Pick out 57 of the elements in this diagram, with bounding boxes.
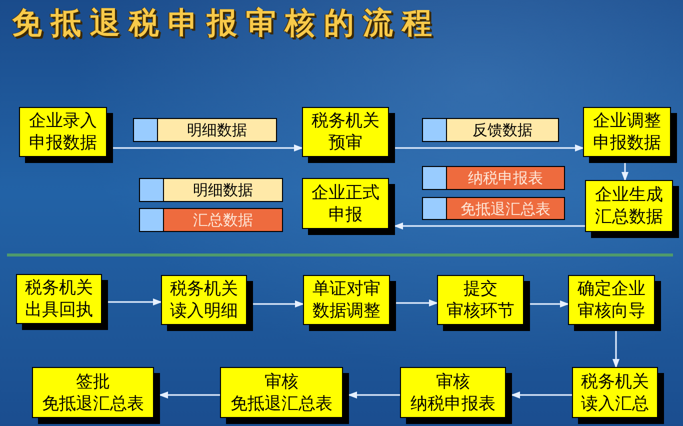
data-label: 明细数据	[193, 181, 253, 199]
process-box	[568, 275, 661, 331]
arrow	[394, 222, 585, 230]
node-text: 免抵退汇总表	[42, 392, 144, 414]
node-text: 审核	[436, 370, 470, 392]
data-label: 反馈数据	[472, 121, 532, 139]
process-box	[32, 367, 160, 424]
arrow	[396, 300, 438, 306]
data-bar	[422, 118, 559, 142]
process-box	[220, 367, 349, 424]
arrow	[395, 144, 584, 152]
arrow	[512, 392, 572, 398]
node-text: 单证对审数据调整	[312, 278, 382, 322]
node-text: 税务机关出具回执	[24, 277, 94, 321]
node-text: 企业生成汇总数据	[594, 184, 664, 228]
node-text: 确定企业审核向导	[576, 278, 646, 322]
node-text: 税务机关预审	[310, 110, 380, 154]
data-bar	[422, 166, 565, 190]
arrow	[530, 300, 568, 308]
node-text: 审核	[264, 370, 298, 392]
data-bar	[139, 208, 283, 232]
node-text: 审核环节	[446, 300, 514, 322]
process-box	[437, 275, 530, 331]
process-box	[400, 367, 512, 424]
node-text: 税务机关读入明细	[169, 278, 239, 322]
node-text: 企业正式申报	[310, 182, 380, 226]
data-bar	[139, 178, 283, 202]
arrow	[348, 392, 400, 398]
data-label: 纳税申报表	[468, 169, 543, 187]
node-text: 企业录入申报数据	[28, 110, 98, 154]
node-text: 提交	[464, 278, 498, 300]
arrow	[108, 298, 162, 306]
data-bar	[422, 197, 565, 220]
arrow	[622, 163, 628, 180]
arrow	[253, 300, 304, 308]
node-text: 签批	[76, 370, 110, 392]
data-label: 汇总数据	[193, 211, 253, 229]
node-text: 税务机关读入汇总	[580, 370, 650, 414]
arrow	[160, 392, 220, 398]
data-label: 免抵退汇总表	[460, 200, 550, 218]
diagram-title: 免抵退税申报审核的流程	[12, 6, 441, 42]
process-box	[16, 274, 108, 330]
arrow	[612, 331, 620, 368]
data-label: 明细数据	[187, 121, 247, 139]
process-box	[303, 275, 396, 331]
node-text: 纳税申报表	[410, 392, 496, 414]
process-box	[161, 275, 253, 331]
process-box	[583, 107, 677, 163]
node-text: 企业调整申报数据	[592, 110, 662, 154]
process-box	[302, 107, 395, 163]
process-box	[585, 180, 679, 238]
process-box	[572, 367, 664, 424]
process-box	[19, 107, 113, 163]
process-box	[302, 178, 395, 235]
node-text: 免抵退汇总表	[230, 392, 332, 414]
data-bar	[133, 118, 277, 142]
arrow	[113, 144, 302, 152]
